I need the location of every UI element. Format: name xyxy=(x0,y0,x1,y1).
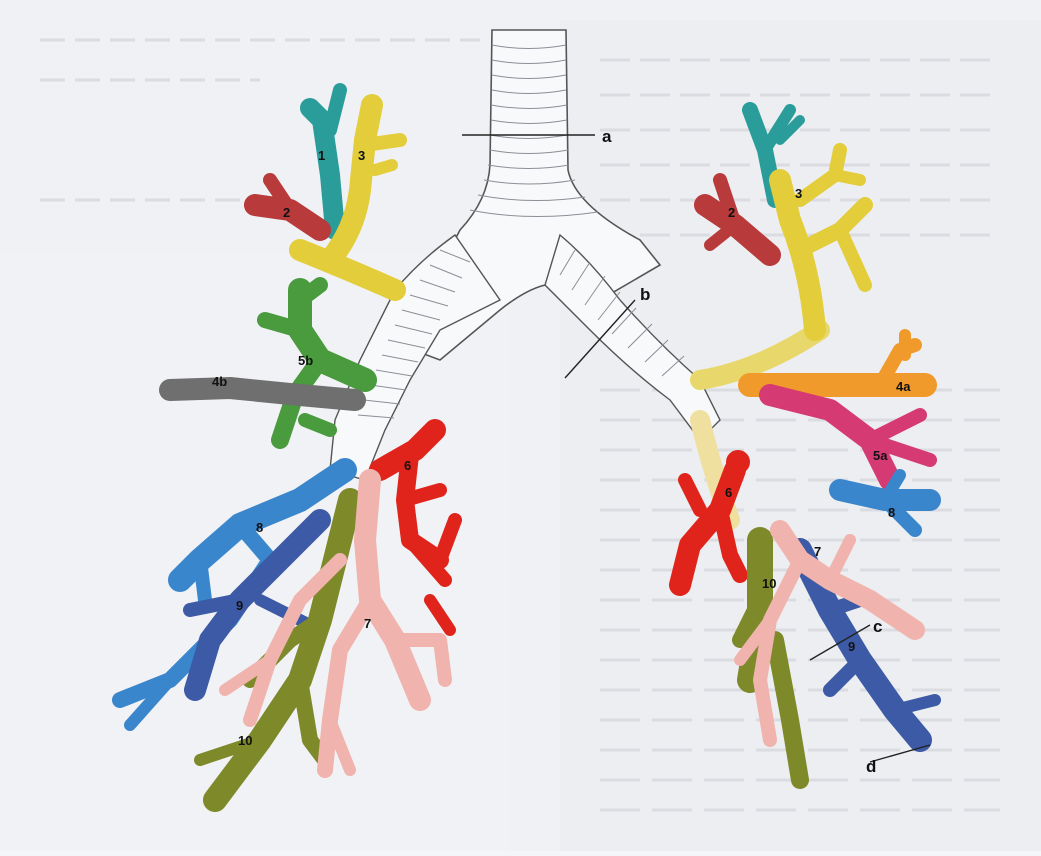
left-seg-label-4a: 4a xyxy=(896,379,911,394)
right-seg-label-9: 9 xyxy=(236,598,243,613)
label-d: d xyxy=(866,757,876,776)
right-seg-label-4b: 4b xyxy=(212,374,227,389)
right-segment-4b xyxy=(170,388,355,400)
label-a: a xyxy=(602,127,612,146)
label-c: c xyxy=(873,617,882,636)
left-seg-label-3: 3 xyxy=(795,186,802,201)
right-seg-label-6: 6 xyxy=(404,458,411,473)
right-seg-label-10: 10 xyxy=(238,733,252,748)
right-seg-label-1: 1 xyxy=(318,148,325,163)
right-seg-label-2: 2 xyxy=(283,205,290,220)
left-seg-label-2: 2 xyxy=(728,205,735,220)
left-seg-label-7: 7 xyxy=(814,544,821,559)
left-seg-label-9: 9 xyxy=(848,639,855,654)
right-seg-label-8: 8 xyxy=(256,520,263,535)
right-seg-label-5b: 5b xyxy=(298,353,313,368)
right-seg-label-3: 3 xyxy=(358,148,365,163)
left-seg-label-8: 8 xyxy=(888,505,895,520)
left-seg-label-10: 10 xyxy=(762,576,776,591)
label-b: b xyxy=(640,285,650,304)
left-seg-label-5a: 5a xyxy=(873,448,888,463)
right-seg-label-7: 7 xyxy=(364,616,371,631)
left-seg-label-6: 6 xyxy=(725,485,732,500)
